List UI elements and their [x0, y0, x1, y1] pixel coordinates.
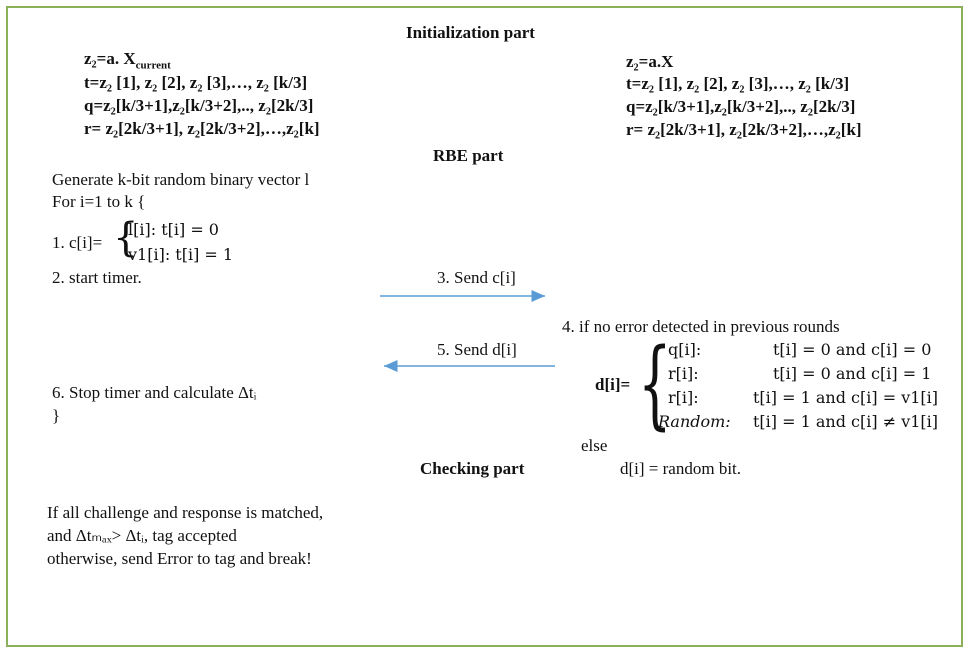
- else-text: else: [581, 436, 608, 455]
- d-case-condition: t[i] = 0 and c[i] = 1: [773, 364, 932, 383]
- step1-case2: v1[i]: t[i] = 1: [128, 245, 234, 264]
- initialization-heading: Initialization part: [406, 23, 535, 42]
- d-case-value: Random:: [658, 412, 731, 431]
- step1-case1: l[i]: t[i] = 0: [128, 220, 219, 239]
- step1-prefix: 1. c[i]=: [52, 233, 103, 252]
- send-c-label: 3. Send c[i]: [437, 268, 516, 287]
- tag-t-line: t=z₂ [1], z₂ [2], z₂ [3],…, z₂ [k/3]: [626, 74, 850, 93]
- checking-line-3: otherwise, send Error to tag and break!: [47, 549, 312, 568]
- step1-brace: {: [113, 215, 139, 261]
- d-case-value: r[i]:: [668, 364, 699, 383]
- step2-text: 2. start timer.: [52, 268, 142, 287]
- checking-line-2: and Δtₘₐₓ> Δtᵢ, tag accepted: [47, 526, 237, 545]
- step4-text: 4. if no error detected in previous roun…: [562, 317, 840, 336]
- reader-t-line: t=z₂ [1], z₂ [2], z₂ [3],…, z₂ [k/3]: [84, 73, 308, 92]
- step6-text: 6. Stop timer and calculate Δtᵢ: [52, 383, 257, 402]
- for-loop-text: For i=1 to k {: [52, 192, 146, 211]
- rbe-heading: RBE part: [433, 146, 504, 165]
- d-brace: {: [638, 328, 672, 440]
- d-case-condition: t[i] = 0 and c[i] = 0: [773, 340, 932, 359]
- generate-vector-text: Generate k-bit random binary vector l: [52, 170, 310, 189]
- close-brace-text: }: [52, 406, 61, 425]
- tag-r-line: r= z₂[2k/3+1], z₂[2k/3+2],…,z₂[k]: [626, 120, 862, 139]
- else-result-text: d[i] = random bit.: [620, 459, 742, 478]
- checking-line-1: If all challenge and response is matched…: [47, 503, 324, 522]
- d-prefix: d[i]=: [595, 375, 631, 394]
- reader-r-line: r= z₂[2k/3+1], z₂[2k/3+2],…,z₂[k]: [84, 119, 320, 138]
- d-case-condition: t[i] = 1 and c[i] = v1[i]: [753, 388, 939, 407]
- reader-q-line: q=z₂[k/3+1],z₂[k/3+2],.., z₂[2k/3]: [84, 96, 314, 115]
- tag-q-line: q=z₂[k/3+1],z₂[k/3+2],.., z₂[2k/3]: [626, 97, 856, 116]
- tag-z2-line: z₂=a.X: [626, 52, 674, 71]
- reader-z2-line: z₂=a. Xcurrent: [84, 49, 171, 72]
- send-d-label: 5. Send d[i]: [437, 340, 517, 359]
- d-case-condition: t[i] = 1 and c[i] ≠ v1[i]: [753, 412, 939, 431]
- checking-heading: Checking part: [420, 459, 525, 478]
- d-case-value: q[i]:: [668, 340, 702, 359]
- diagram-frame: [6, 6, 963, 647]
- d-case-value: r[i]:: [668, 388, 699, 407]
